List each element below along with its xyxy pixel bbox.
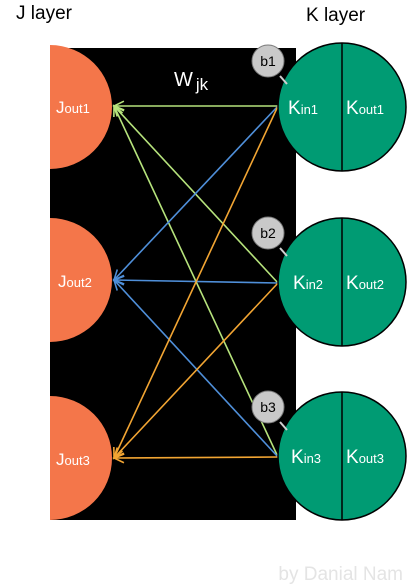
weight-label-sub: jk (195, 75, 209, 94)
weight-label-main: W (174, 69, 193, 91)
j-node-1-label: Jout1 (56, 98, 90, 117)
k-node-3-out-label: Kout3 (346, 447, 384, 468)
arrowhead-k3-to-j3 (112, 452, 125, 464)
bias-node-2: b2 (251, 216, 288, 257)
bias-node-1: b1 (251, 44, 288, 85)
k-node-1-out-label: Kout1 (346, 98, 384, 119)
j-layer-label: J layer (16, 3, 73, 24)
k-node-2-in-label: Kin2 (293, 273, 323, 294)
bias-node-3-label: b3 (260, 399, 276, 415)
j-node-3-label: Jout3 (56, 450, 90, 469)
k-layer-label: K layer (306, 5, 366, 26)
j-node-3: Jout3 (50, 396, 112, 520)
connection-edges (113, 105, 279, 459)
credit-text: by Danial Nam (278, 564, 403, 585)
edge-k1-to-j3 (113, 105, 279, 459)
bias-node-1-label: b1 (260, 53, 276, 69)
edge-k3-to-j3 (113, 456, 279, 459)
arrowhead-k3-to-j2 (112, 278, 125, 291)
edge-k3-to-j2 (113, 279, 279, 458)
edge-k1-to-j2 (113, 105, 279, 281)
edge-k2-to-j1 (113, 105, 279, 284)
edge-arrowheads (112, 100, 125, 464)
bias-node-2-label: b2 (260, 225, 276, 241)
j-node-2: Jout2 (50, 218, 112, 342)
k-node-3-in-label: Kin3 (291, 447, 321, 468)
k-node-3: Kin3 Kout3 (277, 391, 407, 521)
k-node-2: Kin2 Kout2 (277, 217, 407, 347)
arrowhead-k3-to-j1 (113, 104, 124, 118)
k-node-2-out-label: Kout2 (346, 273, 384, 294)
bias-node-3: b3 (251, 390, 288, 431)
j-node-2-label: Jout2 (58, 272, 92, 291)
j-node-1: Jout1 (50, 45, 112, 169)
k-node-1-in-label: Kin1 (288, 98, 318, 119)
edge-k2-to-j3 (113, 282, 279, 459)
k-node-1: Kin1 Kout1 (277, 42, 407, 172)
